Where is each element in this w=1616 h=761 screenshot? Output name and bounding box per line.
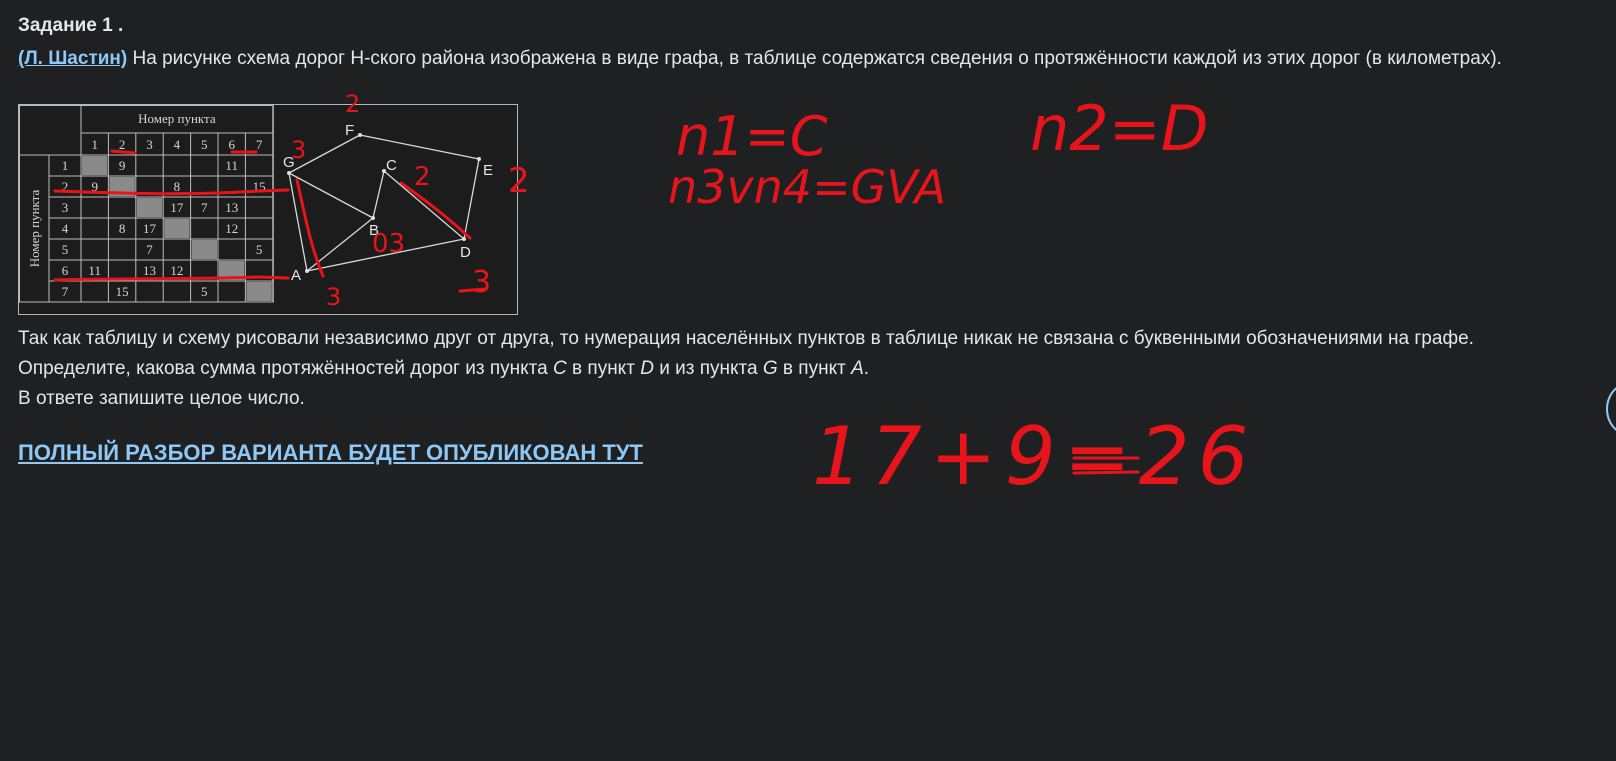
graph-edge: [383, 170, 465, 240]
graph-edge: [372, 170, 385, 219]
row-number: 2: [62, 179, 69, 194]
note-n3: n3vn4=GVA: [668, 160, 946, 214]
table-cell: 8: [119, 221, 126, 236]
q-point-g: G: [762, 358, 778, 379]
table-cell: 13: [225, 200, 238, 215]
graph-node: [477, 157, 481, 161]
graph-edge: [359, 134, 480, 160]
graph-node-label: C: [386, 157, 397, 174]
table-cell: 17: [170, 200, 184, 215]
table-cell: 7: [201, 200, 208, 215]
col-number: 6: [228, 137, 235, 152]
table-cell: 15: [253, 179, 266, 194]
task-header: Задание 1 .: [18, 15, 124, 36]
table-cell: 8: [174, 179, 181, 194]
col-number: 7: [256, 137, 263, 152]
q-text: и из пункта: [653, 358, 763, 379]
col-header: Номер пункта: [138, 111, 216, 126]
graph-node: [462, 237, 466, 241]
graph-edge: [463, 158, 480, 240]
diagonal-cell: [136, 198, 163, 217]
col-number: 5: [201, 137, 208, 152]
graph-node: [287, 171, 291, 175]
row-number: 4: [62, 221, 69, 236]
road-graph: A B C D E F G: [283, 122, 493, 284]
table-cell: 15: [116, 284, 129, 299]
diagonal-cell: [109, 177, 135, 196]
graph-node-label: E: [483, 162, 493, 179]
table-cell: 7: [146, 242, 153, 257]
graph-node-label: F: [345, 122, 354, 139]
q-text: в пункт: [777, 358, 852, 379]
graph-edge: [288, 172, 308, 272]
author-link[interactable]: (Л. Шастин): [18, 48, 128, 69]
table-cell: 11: [225, 158, 238, 173]
question-line-2: Определите, какова сумма протяжённостей …: [18, 354, 1474, 384]
q-point-d: D: [640, 358, 654, 379]
graph-node-label: B: [369, 222, 379, 239]
answer-sum: 17+9=26: [812, 410, 1257, 503]
graph-node-label: G: [283, 154, 295, 171]
q-point-c: C: [553, 358, 567, 379]
table-cell: 5: [256, 242, 263, 257]
ink-stroke: [1072, 470, 1140, 475]
side-scroll-button[interactable]: [1606, 383, 1616, 435]
question-line-1: Так как таблицу и схему рисовали независ…: [18, 328, 1474, 349]
table-cell: 13: [143, 263, 156, 278]
q-point-a: A: [851, 358, 864, 379]
q-text: .: [863, 358, 870, 379]
graph-edge: [306, 217, 374, 272]
graph-node: [382, 169, 386, 173]
table-cell: 12: [225, 221, 238, 236]
row-number: 3: [62, 200, 69, 215]
statement-text: На рисунке схема дорог Н-ского района из…: [132, 48, 1502, 69]
diagonal-cell: [164, 219, 190, 238]
graph-node-label: D: [460, 244, 471, 261]
graph-edge: [288, 134, 361, 174]
note-n1: n1=C: [676, 105, 828, 168]
q-text: Определите, какова сумма протяжённостей …: [18, 358, 554, 379]
distance-table: [19, 105, 274, 303]
row-number: 6: [62, 263, 69, 278]
graph-node: [305, 269, 309, 273]
table-cell: 11: [88, 263, 101, 278]
q-text: в пункт: [566, 358, 641, 379]
graph-node-label: A: [291, 267, 301, 284]
col-number: 4: [174, 137, 181, 152]
diagonal-cell: [246, 282, 272, 301]
table-cell: 9: [91, 179, 98, 194]
question-block: Так как таблицу и схему рисовали независ…: [18, 324, 1474, 414]
col-number: 2: [119, 137, 126, 152]
graph-edge: [288, 172, 374, 219]
diagonal-cell: [219, 261, 245, 280]
table-cell: 5: [201, 284, 208, 299]
row-number: 1: [62, 158, 69, 173]
table-cell: 12: [170, 263, 183, 278]
graph-edge: [306, 238, 465, 272]
full-solution-link[interactable]: ПОЛНЫЙ РАЗБОР ВАРИАНТА БУДЕТ ОПУБЛИКОВАН…: [18, 440, 643, 465]
graph-node: [371, 216, 375, 220]
graph-node: [358, 133, 362, 137]
diagonal-cell: [191, 240, 217, 259]
table-cell: 17: [143, 221, 157, 236]
row-number: 5: [62, 242, 69, 257]
col-number: 1: [91, 137, 98, 152]
task-statement: (Л. Шастин) На рисунке схема дорог Н-ско…: [18, 44, 1580, 74]
row-number: 7: [62, 284, 69, 299]
table-cell: 9: [119, 158, 126, 173]
answer-note: В ответе запишите целое число.: [18, 388, 305, 409]
row-header: Номер пункта: [27, 189, 42, 267]
diagonal-cell: [82, 156, 108, 175]
note-n2: n2=D: [1030, 92, 1208, 165]
col-number: 3: [146, 137, 153, 152]
